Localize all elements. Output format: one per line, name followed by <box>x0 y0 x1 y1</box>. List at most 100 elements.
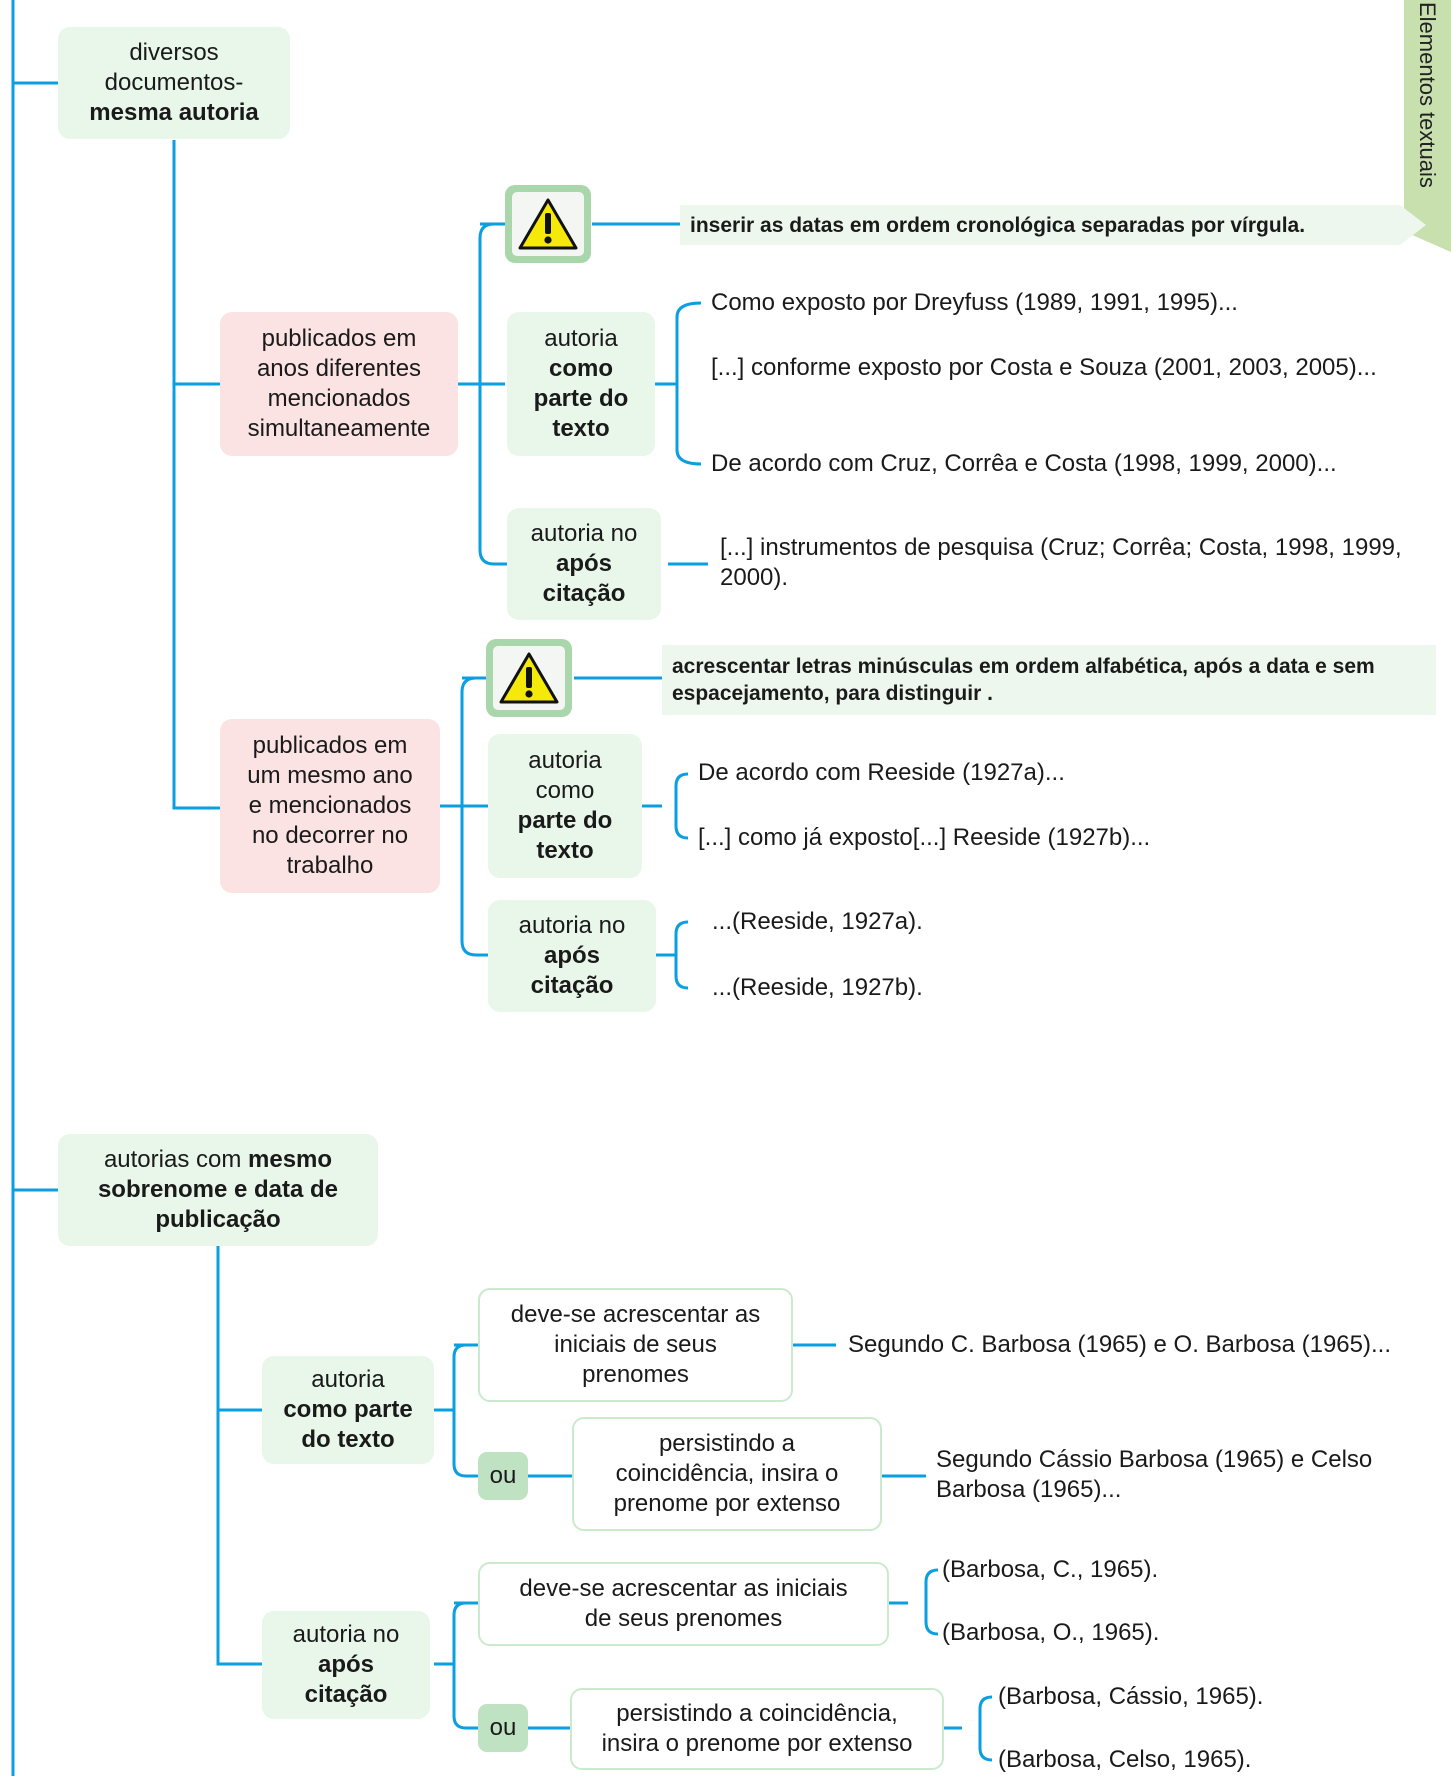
example-reeside-1927b-text: [...] como já exposto[...] Reeside (1927… <box>698 824 1151 851</box>
example-reeside-1927b-citation: ...(Reeside, 1927b). <box>712 974 923 1001</box>
warning-frame <box>493 646 565 710</box>
node-s2-rule-iniciais-b[interactable]: deve-se acrescentar as iniciais de seus … <box>478 1562 889 1646</box>
ou-badge-a: ou <box>478 1452 528 1500</box>
node-mesmo-sobrenome[interactable]: autorias com mesmo sobrenome e data de p… <box>58 1134 378 1246</box>
node-autoria-como-parte-a[interactable]: autoria como parte do texto <box>507 312 655 456</box>
node-text: mesma autoria <box>89 99 259 126</box>
node-text: insira o prenome por extenso <box>601 1730 913 1757</box>
ou-badge-b: ou <box>478 1704 528 1752</box>
node-anos-diferentes[interactable]: publicados em anos diferentes mencionado… <box>220 312 458 456</box>
example-cruz-correa-costa: De acordo com Cruz, Corrêa e Costa (1998… <box>711 450 1337 477</box>
warning-node-b[interactable] <box>486 639 572 717</box>
connector-rule2-examples-bracket <box>978 1695 993 1762</box>
example-barbosa-c: (Barbosa, C., 1965). <box>942 1556 1159 1583</box>
node-s2-rule-extenso-a[interactable]: persistindo a coincidência, insira o pre… <box>572 1417 882 1531</box>
node-text: anos diferentes <box>256 355 422 382</box>
node-text: trabalho <box>286 852 374 879</box>
node-text: parte do <box>517 807 613 834</box>
node-text: como <box>535 777 595 804</box>
node-text: deve-se acrescentar as iniciais <box>519 1575 848 1602</box>
node-text: diversos <box>129 39 219 66</box>
node-text: autoria <box>544 325 618 352</box>
connector-examples-bracket-a <box>675 301 702 466</box>
node-s2-rule-extenso-b[interactable]: persistindo a coincidência, insira o pre… <box>570 1688 944 1770</box>
node-text: como <box>548 355 613 382</box>
node-s2-rule-iniciais-a[interactable]: deve-se acrescentar as iniciais de seus … <box>478 1288 793 1402</box>
node-autoria-como-parte-b[interactable]: autoria como parte do texto <box>488 734 642 878</box>
node-text-line: autorias com mesmo <box>104 1145 332 1175</box>
node-text: como parte <box>283 1396 413 1423</box>
node-text: publicados em <box>252 732 408 759</box>
node-text: publicados em <box>261 325 417 352</box>
node-text: autoria <box>528 747 602 774</box>
node-text: persistindo a coincidência, <box>616 1700 898 1727</box>
connector-after-bracket-b <box>674 920 689 990</box>
note-letras-minusculas: acrescentar letras minúsculas em ordem a… <box>662 645 1436 715</box>
connector-examples-bracket-b <box>674 772 689 840</box>
connector-s2-down <box>216 1246 262 1666</box>
node-text: simultaneamente <box>247 415 431 442</box>
note-ordem-cronologica: inserir as datas em ordem cronológica se… <box>680 205 1400 245</box>
node-diversos-documentos[interactable]: diversos documentos- mesma autoria <box>58 27 290 139</box>
node-text: do texto <box>301 1426 395 1453</box>
node-text: no decorrer no <box>251 822 409 849</box>
example-instrumentos-pesquisa: [...] instrumentos de pesquisa (Cruz; Co… <box>720 534 1402 591</box>
example-costa-souza: [...] conforme exposto por Costa e Souza… <box>711 354 1377 381</box>
node-text: citação <box>542 580 626 607</box>
node-autoria-apos-citacao-a[interactable]: autoria no após citação <box>507 508 661 620</box>
connector-rule1-examples-bracket <box>924 1568 939 1636</box>
connector-s2-after-bracket <box>452 1601 480 1730</box>
node-text: autoria <box>311 1366 385 1393</box>
example-segundo-extenso: Segundo Cássio Barbosa (1965) e Celso Ba… <box>936 1446 1373 1503</box>
node-text: autoria no <box>518 912 626 939</box>
node-text: texto <box>536 837 594 864</box>
connector-s2-astext-bracket <box>452 1343 480 1478</box>
node-text: texto <box>552 415 610 442</box>
example-barbosa-cassio: (Barbosa, Cássio, 1965). <box>998 1683 1264 1710</box>
example-dreyfuss: Como exposto por Dreyfuss (1989, 1991, 1… <box>711 289 1238 316</box>
node-text: após <box>555 550 612 577</box>
warning-icon <box>499 652 559 704</box>
node-text: após <box>317 1651 374 1678</box>
node-text: autoria no <box>530 520 638 547</box>
warning-frame <box>512 192 584 256</box>
node-text: citação <box>304 1681 388 1708</box>
warning-icon <box>518 198 578 250</box>
node-text: coincidência, insira o <box>615 1460 839 1487</box>
node-text: um mesmo ano <box>247 762 413 789</box>
connector-groupa-bracket <box>478 222 507 566</box>
example-barbosa-celso: (Barbosa, Celso, 1965). <box>998 1746 1252 1773</box>
node-text: parte do <box>533 385 629 412</box>
node-text: de seus prenomes <box>584 1605 783 1632</box>
example-reeside-1927a-text: De acordo com Reeside (1927a)... <box>698 759 1065 786</box>
node-text: após <box>543 942 600 969</box>
side-tab[interactable] <box>1404 0 1451 252</box>
node-mesmo-ano[interactable]: publicados em um mesmo ano e mencionados… <box>220 719 440 893</box>
node-text: documentos- <box>104 69 244 96</box>
node-text: prenome por extenso <box>613 1490 841 1517</box>
connector-groupb-bracket <box>460 676 488 957</box>
node-s2-autoria-apos-citacao[interactable]: autoria no após citação <box>262 1611 430 1719</box>
node-text: iniciais de seus <box>554 1331 717 1358</box>
node-text: autoria no <box>292 1621 400 1648</box>
note-arrow-icon <box>1400 205 1426 245</box>
node-s2-autoria-como-parte[interactable]: autoria como parte do texto <box>262 1356 434 1464</box>
example-reeside-1927a-citation: ...(Reeside, 1927a). <box>712 908 923 935</box>
node-text: persistindo a <box>658 1430 796 1457</box>
node-text: mesmo <box>248 1146 333 1173</box>
connector-s1-down <box>172 140 220 810</box>
node-text: autorias com <box>103 1146 248 1173</box>
node-autoria-apos-citacao-b[interactable]: autoria no após citação <box>488 900 656 1012</box>
node-text: deve-se acrescentar as <box>510 1301 761 1328</box>
node-text: citação <box>530 972 614 999</box>
node-text: prenomes <box>582 1361 689 1388</box>
example-barbosa-o: (Barbosa, O., 1965). <box>942 1619 1160 1646</box>
warning-node-a[interactable] <box>505 185 591 263</box>
node-text: publicação <box>155 1206 281 1233</box>
node-text: e mencionados <box>248 792 412 819</box>
example-segundo-iniciais: Segundo C. Barbosa (1965) e O. Barbosa (… <box>848 1331 1391 1358</box>
node-text: mencionados <box>267 385 411 412</box>
node-text: sobrenome e data de <box>97 1176 339 1203</box>
